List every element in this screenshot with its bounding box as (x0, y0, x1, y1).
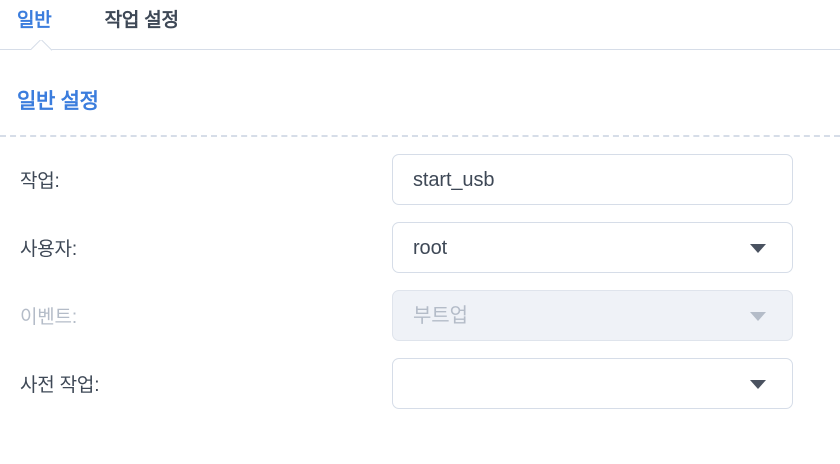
general-settings-form: 작업: start_usb 사용자: root 이벤트: 부트업 사전 작업: (0, 137, 840, 409)
form-row-pre-task: 사전 작업: (0, 358, 840, 409)
tab-general[interactable]: 일반 (17, 10, 52, 31)
label-task: 작업: (20, 171, 60, 192)
label-event: 이벤트: (20, 307, 77, 328)
tab-bar: 일반 작업 설정 (0, 0, 840, 51)
label-pre-task: 사전 작업: (20, 375, 100, 396)
active-tab-pointer-icon (31, 40, 55, 51)
task-name-value: start_usb (413, 168, 495, 191)
form-row-event: 이벤트: 부트업 (0, 290, 840, 341)
tab-list: 일반 작업 설정 (0, 0, 840, 34)
pre-task-select[interactable] (392, 358, 793, 409)
label-user: 사용자: (20, 239, 77, 260)
tab-bar-divider (0, 49, 840, 50)
form-row-task: 작업: start_usb (0, 154, 840, 205)
section-dashed-divider (0, 135, 840, 137)
chevron-down-icon (750, 311, 766, 321)
user-select[interactable]: root (392, 222, 793, 273)
form-row-user: 사용자: root (0, 222, 840, 273)
user-select-value: root (413, 236, 448, 259)
tab-task-settings[interactable]: 작업 설정 (104, 10, 179, 31)
event-select-value: 부트업 (413, 304, 468, 327)
chevron-down-icon[interactable] (750, 243, 766, 253)
task-name-input[interactable]: start_usb (392, 154, 793, 205)
section-title: 일반 설정 (17, 90, 99, 113)
event-select: 부트업 (392, 290, 793, 341)
chevron-down-icon[interactable] (750, 379, 766, 389)
